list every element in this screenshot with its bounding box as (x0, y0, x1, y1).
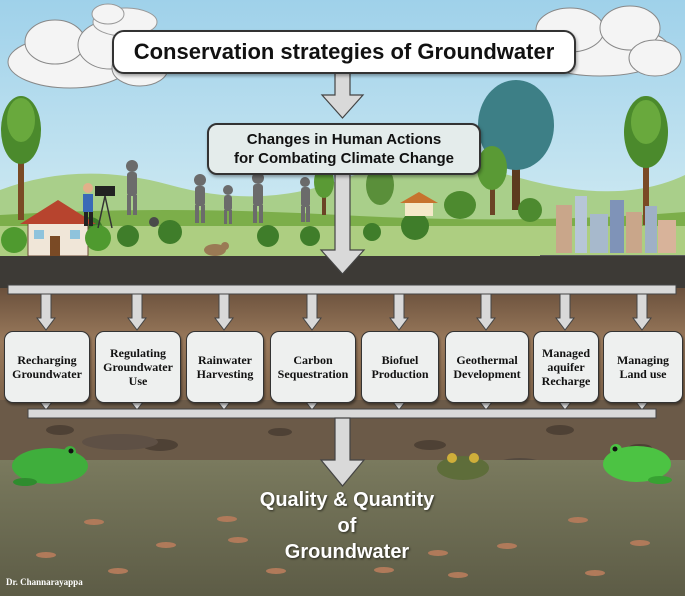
strategy-label: aquifer (547, 360, 584, 374)
strategy-label: Harvesting (197, 367, 254, 381)
collection-bar (28, 409, 656, 418)
result-line-1: Quality & Quantity (260, 487, 434, 513)
human-actions-line-2: for Combating Climate Change (234, 149, 454, 168)
page-title: Conservation strategies of Groundwater (134, 39, 555, 65)
strategy-label: Geothermal (456, 353, 517, 367)
strategy-label: Recharge (542, 374, 591, 388)
strategy-label: Regulating (110, 346, 166, 360)
strategy-label: Development (453, 367, 520, 381)
author-credit: Dr. Channarayappa (6, 577, 83, 587)
result-text: Quality & Quantity of Groundwater (232, 487, 462, 565)
strategy-label: Groundwater (12, 367, 82, 381)
strategy-label: Carbon (293, 353, 332, 367)
human-actions-box: Changes in Human Actions for Combating C… (207, 123, 481, 175)
strategy-label: Use (129, 374, 148, 388)
title-box: Conservation strategies of Groundwater (112, 30, 576, 74)
result-line-3: Groundwater (285, 539, 409, 565)
strategy-label: Sequestration (278, 367, 349, 381)
strategy-label: Managing (617, 353, 669, 367)
distribution-bar (8, 285, 676, 294)
strategy-label: Biofuel (382, 353, 419, 367)
strategy-label: Managed (542, 346, 590, 360)
strategy-label: Groundwater (103, 360, 173, 374)
human-actions-line-1: Changes in Human Actions (247, 130, 441, 149)
strategy-label: Recharging (17, 353, 76, 367)
strategy-label: Production (371, 367, 428, 381)
result-line-2: of (338, 513, 357, 539)
strategy-label: Rainwater (198, 353, 252, 367)
strategy-label: Land use (619, 367, 666, 381)
